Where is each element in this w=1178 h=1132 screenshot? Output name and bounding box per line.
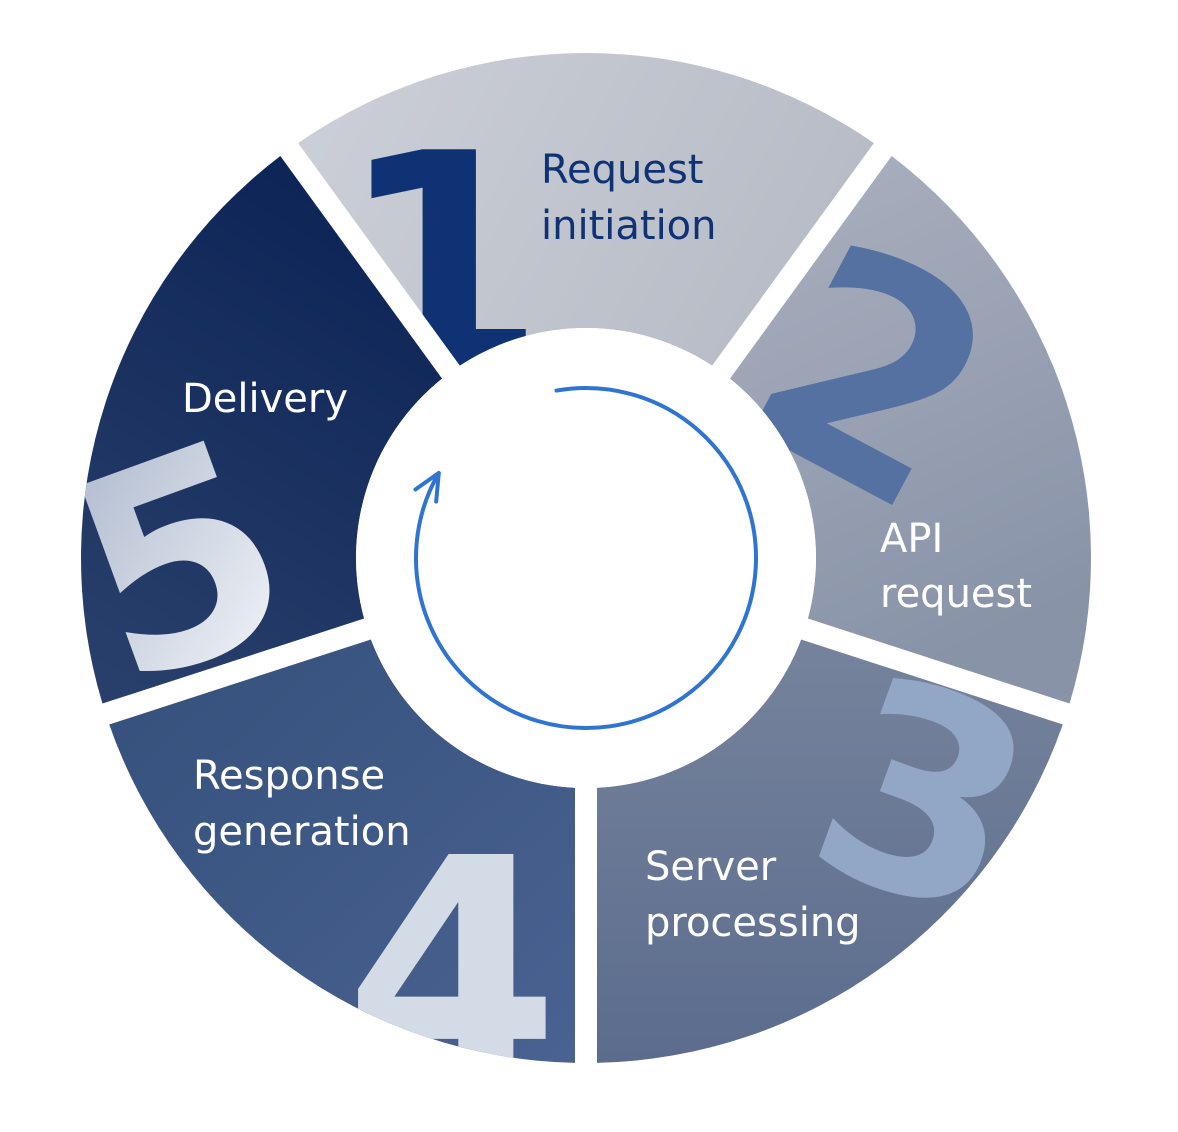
step-2-label: API request: [880, 516, 1032, 617]
step-4-segment: 4 Response generation: [109, 639, 576, 1132]
step-2-label-line-2: request: [880, 571, 1032, 617]
cycle-arrow-arc: [414, 386, 758, 730]
step-5-label: Delivery: [182, 376, 348, 422]
step-1-label-line-2: initiation: [541, 203, 717, 249]
step-4-wedge: [109, 639, 576, 1063]
step-4-label: Response generation: [193, 753, 411, 855]
step-1-segment: 1 Request initiation: [298, 52, 874, 366]
step-5-label-line-1: Delivery: [182, 376, 348, 422]
cycle-arrow-head: [413, 471, 441, 504]
step-3-label: Server processing: [645, 844, 861, 946]
step-4-label-line-2: generation: [193, 809, 411, 855]
step-1-label-line-1: Request: [541, 147, 703, 193]
cycle-arrow-icon: [413, 386, 758, 730]
step-1-wedge: [298, 52, 874, 366]
step-5-wedge: [80, 156, 443, 704]
step-4-number: 4: [344, 793, 560, 1132]
step-3-label-line-1: Server: [645, 844, 777, 890]
center-hub: [356, 328, 816, 788]
step-2-wedge: [729, 156, 1091, 704]
step-1-label: Request initiation: [541, 147, 717, 249]
step-3-wedge: [596, 639, 1063, 1063]
step-3-label-line-2: processing: [645, 900, 861, 946]
step-2-label-line-1: API: [880, 516, 943, 562]
step-4-label-line-1: Response: [193, 753, 385, 799]
